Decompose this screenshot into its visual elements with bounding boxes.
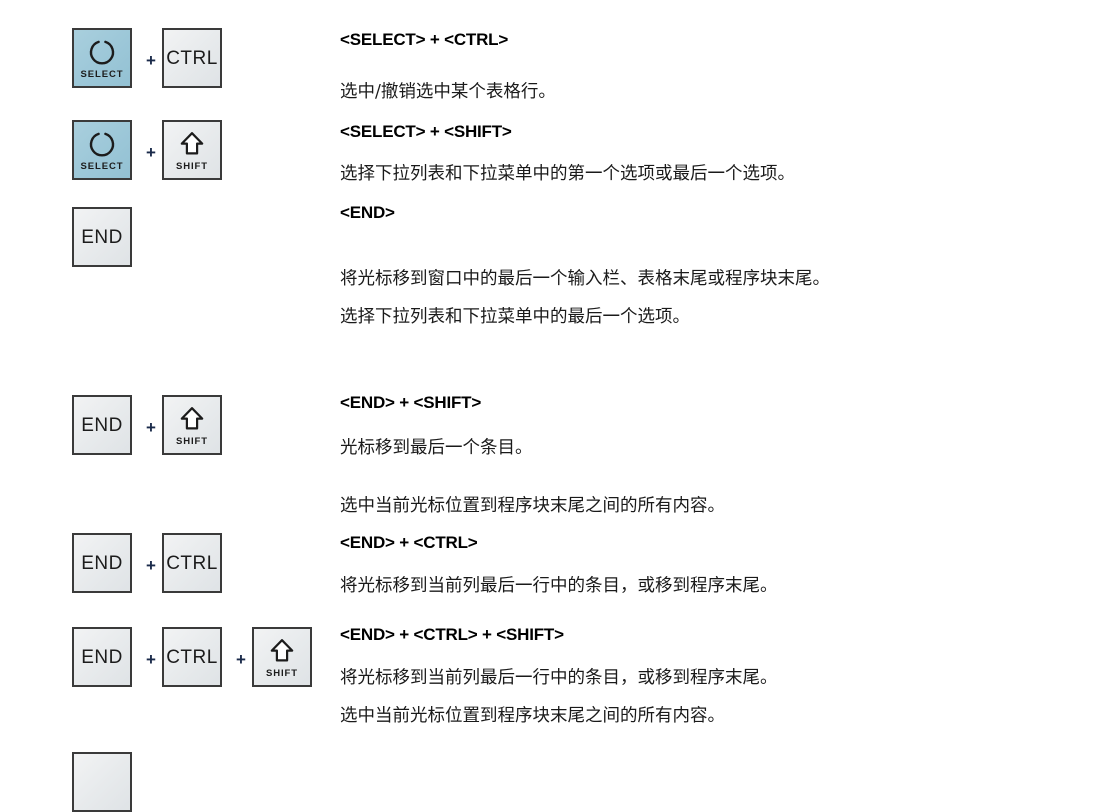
desc-end-shift-line-1: 光标移到最后一个条目。 xyxy=(340,438,533,458)
plus-symbol: + xyxy=(146,556,156,575)
key-ctrl-label: CTRL xyxy=(166,552,218,574)
key-end-label: END xyxy=(81,552,123,574)
desc-end-ctrl-line-1: 将光标移到当前列最后一行中的条目，或移到程序末尾。 xyxy=(340,576,778,596)
shift-arrow-up-icon xyxy=(179,406,205,433)
key-end-label: END xyxy=(81,226,123,248)
key-shift-label: SHIFT xyxy=(176,160,208,172)
key-shift-label: SHIFT xyxy=(176,435,208,447)
key-end-3[interactable]: END xyxy=(72,533,132,593)
key-ctrl-3[interactable]: CTRL xyxy=(162,627,222,687)
key-ctrl[interactable]: CTRL xyxy=(162,28,222,88)
key-shift[interactable]: SHIFT xyxy=(162,120,222,180)
plus-symbol: + xyxy=(146,418,156,437)
key-end-label: END xyxy=(81,646,123,668)
key-ctrl-label: CTRL xyxy=(166,47,218,69)
key-end-4[interactable]: END xyxy=(72,627,132,687)
desc-select-shift-line-1: 选择下拉列表和下拉菜单中的第一个选项或最后一个选项。 xyxy=(340,164,795,184)
plus-symbol: + xyxy=(146,143,156,162)
plus-symbol: + xyxy=(146,51,156,70)
heading-end: <END> xyxy=(340,203,395,222)
heading-select-ctrl: <SELECT> + <CTRL> xyxy=(340,30,509,49)
select-circle-icon xyxy=(87,130,117,158)
heading-end-ctrl-shift: <END> + <CTRL> + <SHIFT> xyxy=(340,625,564,644)
desc-end-line-1: 将光标移到窗口中的最后一个输入栏、表格末尾或程序块末尾。 xyxy=(340,269,830,289)
key-select-label: SELECT xyxy=(80,161,124,173)
heading-select-shift: <SELECT> + <SHIFT> xyxy=(340,122,512,141)
desc-end-ctrl-shift-line-2: 选中当前光标位置到程序块末尾之间的所有内容。 xyxy=(340,706,725,726)
key-end[interactable]: END xyxy=(72,207,132,267)
key-end-label: END xyxy=(81,414,123,436)
desc-end-shift-line-2: 选中当前光标位置到程序块末尾之间的所有内容。 xyxy=(340,496,725,516)
key-select[interactable]: SELECT xyxy=(72,28,132,88)
key-ctrl-label: CTRL xyxy=(166,646,218,668)
heading-end-shift: <END> + <SHIFT> xyxy=(340,393,482,412)
key-end-2[interactable]: END xyxy=(72,395,132,455)
key-select-label: SELECT xyxy=(80,69,124,81)
key-shift-2[interactable]: SHIFT xyxy=(162,395,222,455)
shift-arrow-up-icon xyxy=(179,131,205,158)
key-shift-3[interactable]: SHIFT xyxy=(252,627,312,687)
desc-select-ctrl-line-1: 选中/撤销选中某个表格行。 xyxy=(340,82,556,102)
key-select-2[interactable]: SELECT xyxy=(72,120,132,180)
key-next-row-partial[interactable] xyxy=(72,752,132,812)
desc-end-line-2: 选择下拉列表和下拉菜单中的最后一个选项。 xyxy=(340,307,690,327)
key-ctrl-2[interactable]: CTRL xyxy=(162,533,222,593)
key-shift-label: SHIFT xyxy=(266,667,298,679)
desc-end-ctrl-shift-line-1: 将光标移到当前列最后一行中的条目，或移到程序末尾。 xyxy=(340,668,778,688)
plus-symbol: + xyxy=(236,650,246,669)
shift-arrow-up-icon xyxy=(269,638,295,665)
heading-end-ctrl: <END> + <CTRL> xyxy=(340,533,478,552)
plus-symbol: + xyxy=(146,650,156,669)
select-circle-icon xyxy=(87,38,117,66)
